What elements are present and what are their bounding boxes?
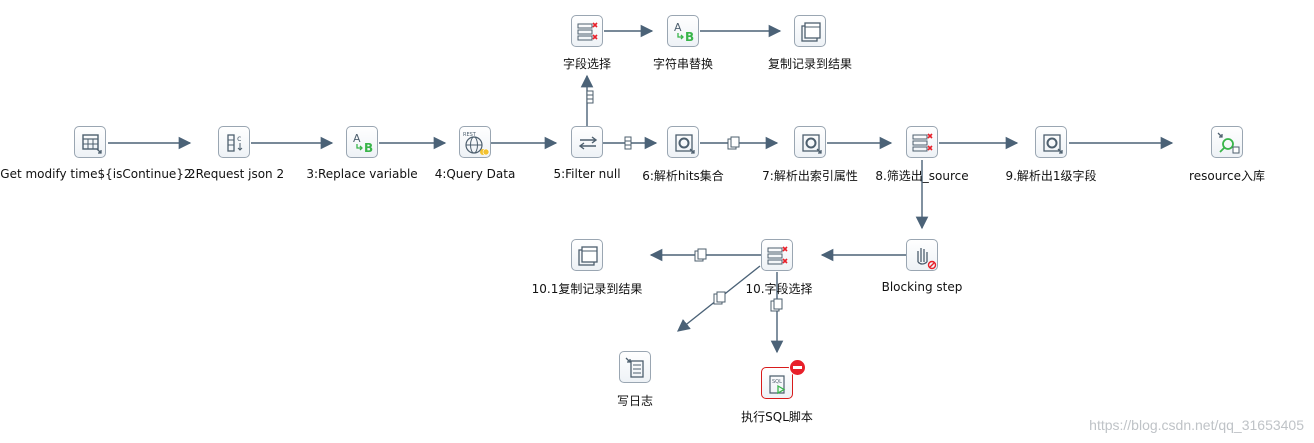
rest-client-icon: REST [463, 132, 490, 156]
json-input-icon: c [227, 134, 243, 152]
step-label: Blocking step [881, 280, 963, 294]
step-write-log[interactable] [619, 351, 651, 383]
select-values-icon [912, 133, 933, 152]
step-get-modify-time[interactable] [74, 126, 106, 158]
step-label: 10.1复制记录到结果 [531, 282, 643, 296]
copy-rows-hop-icon [727, 136, 740, 150]
step-field-select-top[interactable] [571, 15, 603, 47]
step-label: 复制记录到结果 [767, 57, 853, 71]
step-label: resource入库 [1189, 169, 1265, 183]
svg-text:A: A [674, 21, 682, 34]
step-label: 6:解析hits集合 [642, 169, 724, 183]
step-label: 执行SQL脚本 [741, 410, 813, 424]
step-label: 9.解析出1级字段 [1005, 169, 1097, 183]
step-field-select-10[interactable] [761, 239, 793, 271]
svg-text:REST: REST [463, 132, 477, 138]
step-label: 写日志 [616, 394, 654, 408]
step-label: 3:Replace variable [306, 167, 418, 181]
filter-false-hop-icon [586, 90, 594, 104]
json-input-icon [802, 134, 822, 154]
blocking-step-icon [917, 248, 937, 270]
copy-rows-icon [801, 22, 821, 42]
watermark: https://blog.csdn.net/qq_31653405 [1089, 417, 1304, 433]
copy-rows-icon [578, 246, 598, 266]
write-log-icon [625, 357, 644, 378]
step-label: 10.字段选择 [745, 282, 813, 296]
filter-true-hop-icon [624, 136, 632, 150]
svg-text:SQL: SQL [772, 379, 782, 385]
step-filter-null[interactable] [571, 126, 603, 158]
step-copy-rows-top[interactable] [794, 15, 826, 47]
execute-sql-icon: SQL [769, 375, 786, 395]
step-label: 7:解析出索引属性 [762, 169, 858, 183]
error-badge-icon [789, 359, 806, 376]
step-filter-source[interactable] [906, 126, 938, 158]
replace-string-icon: A B [353, 132, 373, 155]
svg-text:c: c [237, 134, 241, 143]
step-label: 4:Query Data [434, 167, 516, 181]
copy-rows-hop-icon [770, 298, 783, 312]
json-input-icon [1043, 134, 1063, 154]
select-values-icon [767, 246, 788, 265]
step-blocking[interactable] [906, 239, 938, 271]
step-label: 5:Filter null [553, 167, 621, 181]
copy-rows-hop-icon [694, 248, 707, 262]
step-copy-rows-10-1[interactable] [571, 239, 603, 271]
step-label: 8.筛选出_source [875, 169, 969, 183]
step-request-json[interactable]: c [218, 126, 250, 158]
replace-string-icon: A B [674, 21, 694, 44]
svg-text:A: A [353, 132, 361, 145]
svg-text:B: B [685, 30, 694, 44]
step-parse-hits[interactable] [667, 126, 699, 158]
step-resource-insert[interactable] [1211, 126, 1243, 158]
step-label: 1:Get modify time${isContinue} 2 [0, 167, 196, 181]
step-parse-level1-fields[interactable] [1035, 126, 1067, 158]
select-values-icon [577, 22, 598, 41]
step-parse-index-attrs[interactable] [794, 126, 826, 158]
json-input-icon [675, 134, 695, 154]
svg-text:B: B [364, 141, 373, 155]
step-label: 字符串替换 [652, 57, 714, 71]
step-label: 2:Request json 2 [183, 167, 285, 181]
table-input-icon [82, 134, 102, 154]
table-output-icon [1217, 132, 1240, 154]
step-string-replace-top[interactable]: A B [667, 15, 699, 47]
copy-rows-hop-icon [713, 291, 726, 305]
step-label: 字段选择 [562, 57, 612, 71]
step-replace-variable[interactable]: A B [346, 126, 378, 158]
step-query-data[interactable]: REST [459, 126, 491, 158]
filter-rows-icon [578, 136, 598, 150]
step-execute-sql[interactable]: SQL [761, 367, 793, 399]
